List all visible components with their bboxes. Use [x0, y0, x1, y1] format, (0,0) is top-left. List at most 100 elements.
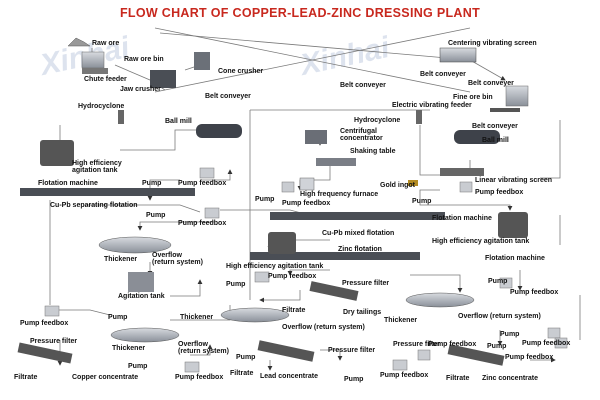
label-pressure-filter-1: Pressure filter — [342, 280, 390, 287]
label-pump-feedbox-2: Pump feedbox — [282, 200, 331, 207]
label-lead-concentrate: Lead concentrate — [260, 373, 318, 380]
label-agitation-tank-1: High efficiency agitation tank — [72, 160, 122, 174]
label-overflow-1: Overflow (return system) — [152, 252, 203, 266]
label-pump-11: Pump — [236, 354, 256, 361]
label-chute-feeder: Chute feeder — [84, 76, 127, 83]
label-pressure-filter-2: Pressure filter — [30, 338, 78, 345]
raw-ore-pile-icon — [67, 37, 91, 47]
label-dry-tailings: Dry tailings — [343, 309, 382, 316]
label-cu-pb-mixed-flotation: Cu-Pb mixed flotation — [322, 230, 395, 237]
label-shaking-table: Shaking table — [350, 148, 396, 155]
agitation-tank-icon — [128, 272, 154, 292]
pump-feedbox-3-icon — [459, 181, 473, 193]
label-overflow-2: Overflow (return system) — [282, 324, 365, 331]
fine-ore-bin-icon — [505, 85, 529, 107]
raw-ore-bin-icon — [81, 51, 105, 69]
label-hydrocyclone-2: Hydrocyclone — [354, 117, 401, 124]
label-pump-4: Pump — [146, 212, 166, 219]
label-pressure-filter-3: Pressure filter — [328, 347, 376, 354]
high-frequency-furnace-icon — [299, 177, 315, 191]
label-pump-5: Pump — [226, 281, 246, 288]
thickener-3-icon — [405, 292, 475, 308]
label-pump-feedbox-10: Pump feedbox — [505, 354, 554, 361]
ball-mill-right-icon — [454, 130, 500, 144]
pump-feedbox-5-icon — [254, 271, 270, 283]
chute-feeder-icon — [82, 68, 108, 74]
cone-crusher-icon — [194, 52, 210, 70]
pump-feedbox-2-icon — [281, 181, 295, 193]
hydrocyclone-left-icon — [118, 110, 124, 124]
label-belt-conveyer-3: Belt conveyer — [420, 71, 466, 78]
label-belt-conveyer-4: Belt conveyer — [468, 80, 514, 87]
agitation-tank-1-icon — [40, 140, 74, 166]
label-linear-vibrating-screen: Linear vibrating screen — [475, 177, 553, 184]
label-agitation-tank-2: High efficiency agitation tank — [432, 238, 530, 245]
flotation-machine-left-icon — [20, 188, 195, 196]
pump-feedbox-6-icon — [499, 277, 513, 289]
label-thickener-2: Thickener — [180, 314, 214, 321]
pump-feedbox-7-icon — [44, 305, 60, 317]
label-pump-feedbox-3: Pump feedbox — [475, 189, 524, 196]
grinding-section — [40, 110, 500, 191]
jaw-crusher-icon — [150, 70, 176, 88]
centrifugal-concentrator-icon — [305, 130, 327, 144]
label-thickener-4: Thickener — [112, 345, 146, 352]
agitation-tank-3-icon — [268, 232, 296, 254]
label-filtrate-1: Filtrate — [282, 307, 306, 314]
pump-feedbox-11-icon — [184, 361, 200, 373]
label-thickener-3: Thickener — [384, 317, 418, 324]
label-flotation-machine-2: Flotation machine — [432, 215, 492, 222]
label-pump-1: Pump — [142, 180, 162, 187]
label-pump-3: Pump — [412, 198, 432, 205]
label-zinc-flotation: Zinc flotation — [338, 246, 382, 253]
label-electric-vibrating-feeder: Electric vibrating feeder — [392, 102, 472, 109]
thickener-2-icon — [220, 307, 290, 323]
label-pump-9: Pump — [487, 343, 507, 350]
label-pump-7: Pump — [108, 314, 128, 321]
label-pump-feedbox-12: Pump feedbox — [380, 372, 429, 379]
label-pump-feedbox-5: Pump feedbox — [268, 273, 317, 280]
pump-feedbox-4-icon — [204, 207, 220, 219]
label-overflow-4: Overflow (return system) — [178, 341, 229, 355]
pump-feedbox-12-icon — [392, 359, 408, 371]
label-pump-feedbox-1: Pump feedbox — [178, 180, 227, 187]
label-agitation-tank: Agitation tank — [118, 293, 165, 300]
pressure-filter-1-icon — [309, 281, 359, 301]
label-agitation-tank-3: High efficiency agitation tank — [226, 263, 324, 270]
thickener-4-icon — [110, 327, 180, 343]
hydrocyclone-right-icon — [416, 110, 422, 124]
pressure-filter-3-icon — [257, 340, 315, 362]
label-zinc-concentrate: Zinc concentrate — [482, 375, 539, 382]
label-copper-concentrate: Copper concentrate — [72, 374, 139, 381]
label-ball-mill-2: Ball mill — [482, 137, 509, 144]
pump-feedbox-8-icon — [547, 327, 561, 339]
label-cone-crusher: Cone crusher — [218, 68, 264, 75]
label-cu-pb-separating-flotation: Cu-Pb separating flotation — [50, 202, 138, 209]
thickener-1-icon — [98, 236, 172, 254]
label-belt-conveyer-1: Belt conveyer — [205, 93, 251, 100]
label-filtrate-3: Filtrate — [230, 370, 254, 377]
linear-vibrating-screen-icon — [440, 168, 484, 176]
label-centrifugal-concentrator: Centrifugal concentrator — [340, 128, 383, 142]
label-pump-feedbox-4: Pump feedbox — [178, 220, 227, 227]
label-fine-ore-bin: Fine ore bin — [453, 94, 493, 101]
label-pump-feedbox-9: Pump feedbox — [428, 341, 477, 348]
agitation-tank-2-icon — [498, 212, 528, 238]
shaking-table-icon — [316, 158, 356, 166]
zinc-flotation-machine-icon — [250, 252, 420, 260]
label-belt-conveyer-5: Belt conveyer — [472, 123, 518, 130]
label-flotation-machine-1: Flotation machine — [38, 180, 98, 187]
label-pump-12: Pump — [344, 376, 364, 383]
label-gold-ingot: Gold ingot — [380, 182, 415, 189]
crushing-section — [67, 37, 529, 112]
pump-feedbox-10-icon — [554, 337, 568, 349]
label-jaw-crusher: Jaw crusher — [120, 86, 161, 93]
label-pump-feedbox-8: Pump feedbox — [522, 340, 571, 347]
dewatering-section — [17, 236, 505, 366]
label-pump-10: Pump — [128, 363, 148, 370]
label-pressure-filter-4: Pressure filter — [393, 341, 441, 348]
label-thickener-1: Thickener — [104, 256, 138, 263]
pump-feedboxes — [44, 167, 568, 373]
label-raw-ore-bin: Raw ore bin — [124, 56, 164, 63]
